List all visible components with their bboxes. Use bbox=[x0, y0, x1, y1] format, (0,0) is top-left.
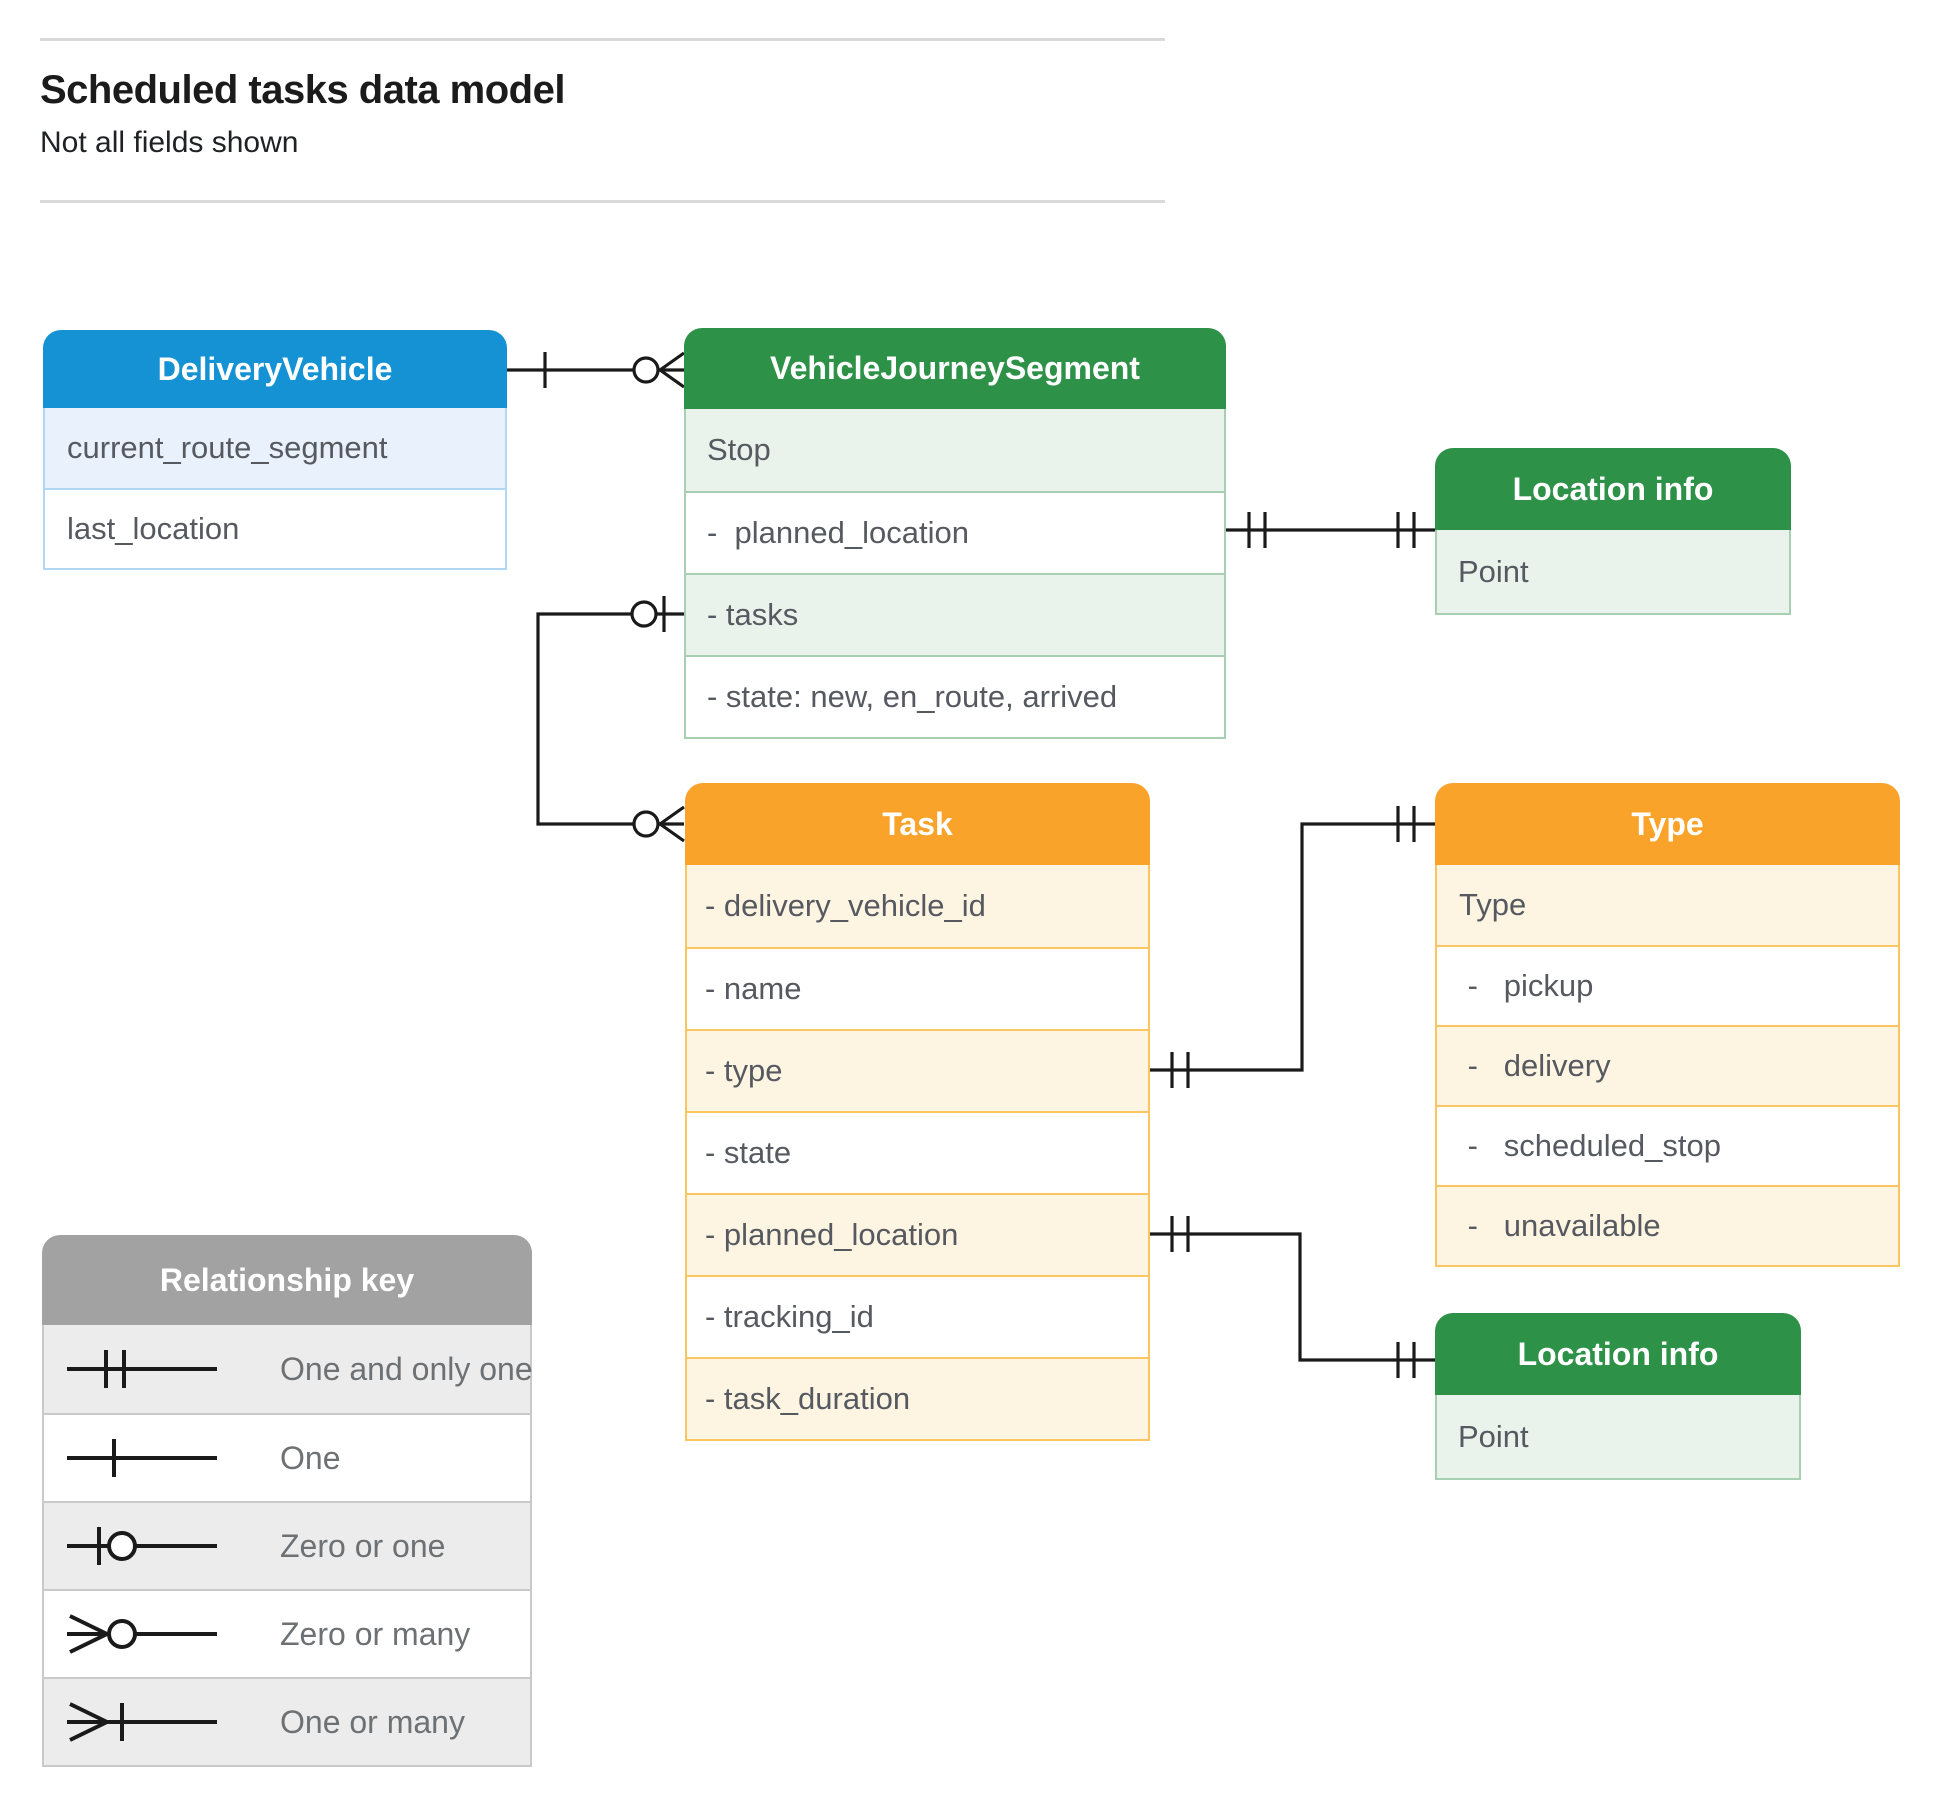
page-title: Scheduled tasks data model bbox=[40, 68, 565, 112]
connector-vehiclejourneysegment-locationinfo bbox=[1226, 512, 1435, 548]
entity-location-info-top: Location info Point bbox=[1435, 448, 1791, 615]
entity-title: Location info bbox=[1435, 1313, 1801, 1395]
legend-item-label: One bbox=[280, 1439, 341, 1476]
legend-item: Zero or many bbox=[44, 1589, 530, 1677]
relationship-key: Relationship key One and only one One bbox=[42, 1235, 533, 1767]
field-row: - type bbox=[687, 1029, 1148, 1111]
page-subtitle: Not all fields shown bbox=[40, 126, 299, 159]
legend-item-label: Zero or many bbox=[280, 1615, 471, 1652]
connector-task-type bbox=[1150, 806, 1435, 1088]
field-row: - pickup bbox=[1437, 945, 1898, 1025]
field-row: current_route_segment bbox=[45, 408, 505, 488]
one-and-only-one-icon bbox=[67, 1350, 217, 1388]
entity-type: Type Type - pickup - delivery - schedule… bbox=[1435, 783, 1900, 1267]
entity-title: VehicleJourneySegment bbox=[684, 328, 1226, 409]
entity-title: Type bbox=[1435, 783, 1900, 865]
field-row: - state bbox=[687, 1111, 1148, 1193]
field-row: Type bbox=[1437, 865, 1898, 945]
field-row: - tracking_id bbox=[687, 1275, 1148, 1357]
relationship-key-title: Relationship key bbox=[42, 1235, 532, 1325]
entity-title: DeliveryVehicle bbox=[43, 330, 507, 408]
field-row: Stop bbox=[686, 409, 1224, 491]
legend-item: One and only one bbox=[44, 1325, 533, 1413]
field-row: Point bbox=[1437, 1395, 1799, 1478]
field-row: - unavailable bbox=[1437, 1185, 1898, 1265]
field-row: - name bbox=[687, 947, 1148, 1029]
legend-item: One or many bbox=[44, 1677, 530, 1765]
zero-or-one-icon bbox=[67, 1527, 217, 1565]
field-row: - planned_location bbox=[686, 491, 1224, 573]
entity-task: Task - delivery_vehicle_id - name - type… bbox=[685, 783, 1150, 1441]
field-row: - state: new, en_route, arrived bbox=[686, 655, 1224, 737]
field-row: - delivery bbox=[1437, 1025, 1898, 1105]
entity-title: Location info bbox=[1435, 448, 1791, 530]
one-icon bbox=[67, 1439, 217, 1477]
field-row: - planned_location bbox=[687, 1193, 1148, 1275]
field-row: - scheduled_stop bbox=[1437, 1105, 1898, 1185]
connector-vehiclejourneysegment-task bbox=[536, 596, 685, 843]
field-row: - tasks bbox=[686, 573, 1224, 655]
entity-delivery-vehicle: DeliveryVehicle current_route_segment la… bbox=[43, 330, 507, 570]
legend-item: Zero or one bbox=[44, 1501, 530, 1589]
field-row: Point bbox=[1437, 530, 1789, 613]
field-row: last_location bbox=[45, 488, 505, 568]
connector-task-locationinfo bbox=[1150, 1216, 1435, 1378]
connector-deliveryvehicle-vehiclejourneysegment bbox=[507, 351, 685, 389]
zero-or-many-icon bbox=[67, 1614, 217, 1654]
field-row: - task_duration bbox=[687, 1357, 1148, 1439]
divider-bottom bbox=[40, 200, 1165, 203]
legend-item-label: Zero or one bbox=[280, 1527, 446, 1564]
entity-vehicle-journey-segment: VehicleJourneySegment Stop - planned_loc… bbox=[684, 328, 1226, 739]
legend-item: One bbox=[44, 1413, 530, 1501]
entity-location-info-bottom: Location info Point bbox=[1435, 1313, 1801, 1480]
field-row: - delivery_vehicle_id bbox=[687, 865, 1148, 947]
one-or-many-icon bbox=[67, 1702, 217, 1742]
legend-item-label: One and only one bbox=[280, 1350, 533, 1387]
divider-top bbox=[40, 38, 1165, 41]
legend-item-label: One or many bbox=[280, 1703, 465, 1740]
entity-title: Task bbox=[685, 783, 1150, 865]
